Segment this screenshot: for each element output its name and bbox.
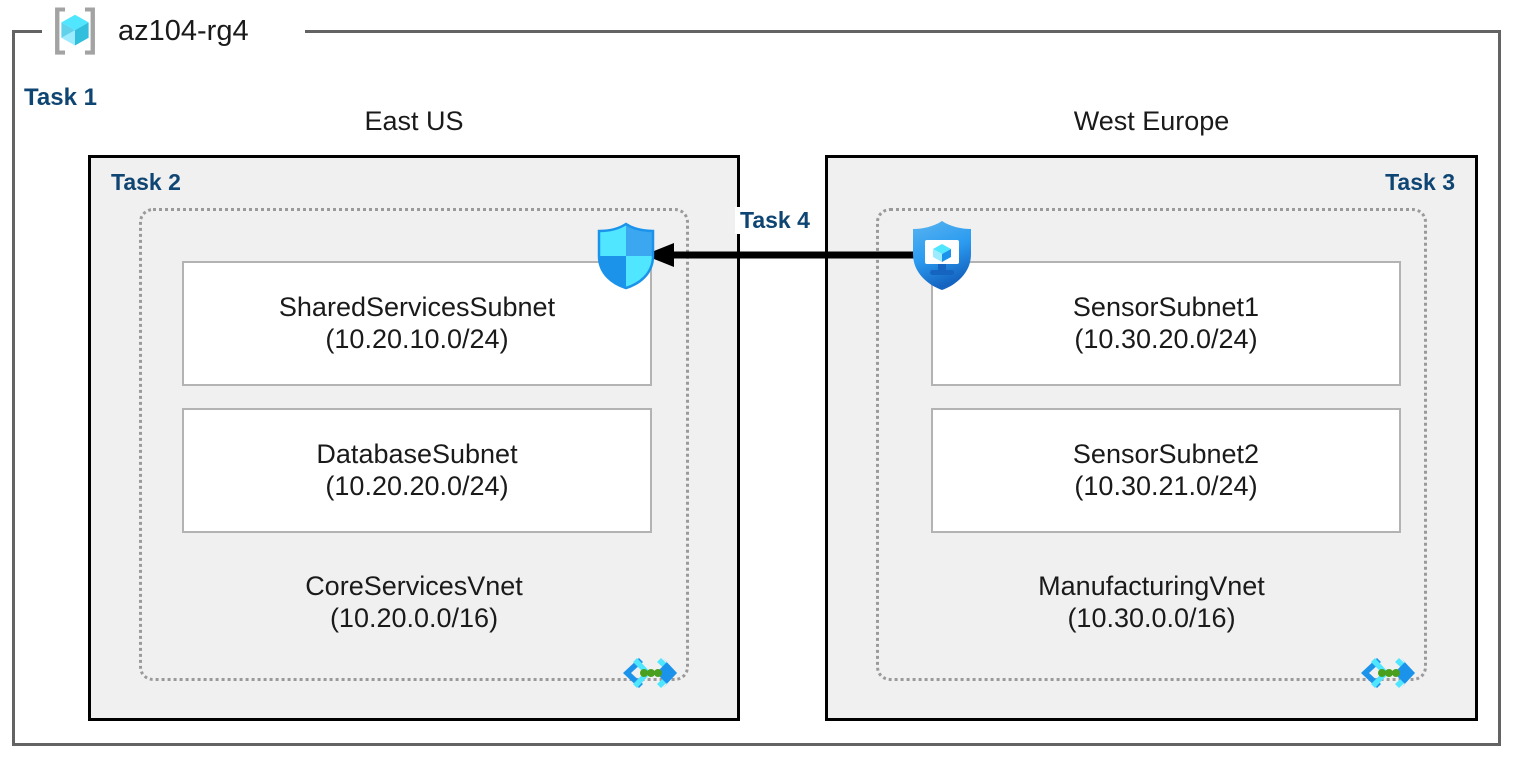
vnet-coreservicesvnet: SharedServicesSubnet (10.20.10.0/24) Dat…: [139, 208, 689, 688]
task-4-label: Task 4: [735, 207, 815, 234]
resource-group-frame-bottom: [12, 743, 1501, 746]
subnet-sensorsubnet2: SensorSubnet2 (10.30.21.0/24): [931, 408, 1401, 533]
subnet-databasesubnet: DatabaseSubnet (10.20.20.0/24): [182, 408, 652, 533]
region-label-west-europe: West Europe: [1073, 106, 1230, 136]
resource-group-frame-top-right: [305, 30, 1501, 33]
subnet-name: SensorSubnet2: [1072, 438, 1260, 469]
subnet-cidr: (10.20.20.0/24): [325, 470, 509, 501]
vnet-manufacturingvnet: SensorSubnet1 (10.30.20.0/24) SensorSubn…: [876, 208, 1427, 688]
subnet-cidr: (10.30.21.0/24): [1074, 470, 1258, 501]
vnet-cidr: (10.30.0.0/16): [1067, 602, 1236, 633]
resource-group-icon: [46, 2, 104, 60]
task-3-label: Task 3: [1385, 169, 1455, 195]
resource-group-header: az104-rg4: [46, 2, 249, 60]
vnet-name: CoreServicesVnet: [305, 571, 523, 601]
vnet-caption-manufacturingvnet: ManufacturingVnet (10.30.0.0/16): [879, 571, 1424, 635]
task-1-label: Task 1: [24, 84, 97, 111]
region-label-east-us: East US: [364, 106, 464, 136]
subnet-sharedservicessubnet: SharedServicesSubnet (10.20.10.0/24): [182, 261, 652, 386]
task-2-label: Task 2: [111, 169, 181, 195]
subnet-cidr: (10.20.10.0/24): [325, 323, 509, 354]
vnet-cidr: (10.20.0.0/16): [329, 602, 499, 633]
resource-group-name: az104-rg4: [118, 14, 249, 47]
vnet-name: ManufacturingVnet: [1038, 571, 1265, 601]
subnet-cidr: (10.30.20.0/24): [1074, 323, 1258, 354]
subnet-sensorsubnet1: SensorSubnet1 (10.30.20.0/24): [931, 261, 1401, 386]
vnet-caption-coreservicesvnet: CoreServicesVnet (10.20.0.0/16): [142, 571, 686, 635]
resource-group-frame-top-left: [12, 30, 42, 33]
subnet-name: SharedServicesSubnet: [278, 291, 556, 322]
resource-group-frame-left: [12, 30, 15, 746]
subnet-name: SensorSubnet1: [1072, 291, 1260, 322]
subnet-name: DatabaseSubnet: [316, 438, 518, 469]
resource-group-frame-right: [1498, 30, 1501, 746]
